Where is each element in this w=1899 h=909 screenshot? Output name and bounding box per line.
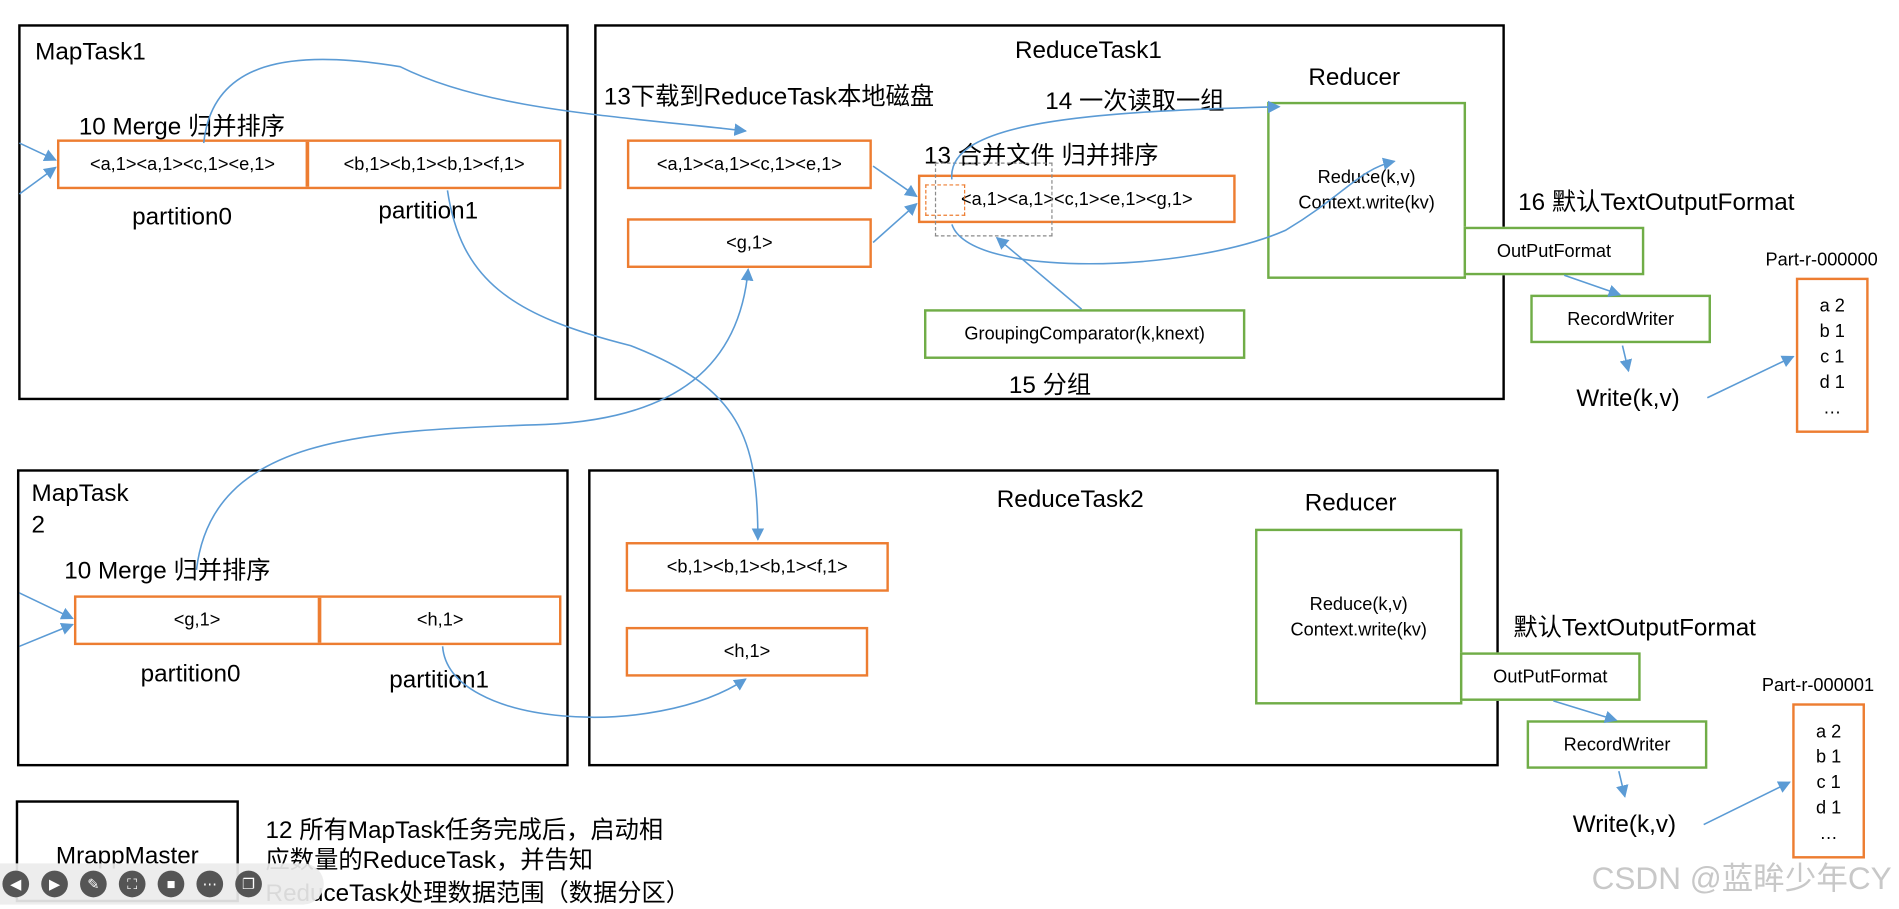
maptask1-partition0-label: partition0 [132,203,232,231]
reducetask1-merged-file: <a,1><a,1><c,1><e,1><g,1> [917,174,1236,224]
screenshot-icon[interactable]: ⛶ [118,870,146,898]
maptask1-merge-label: 10 Merge 归并排序 [78,113,286,141]
maptask2-box [16,469,569,767]
maptask2-merge-label: 10 Merge 归并排序 [64,557,271,585]
output-format2-box: OutPutFormat [1459,652,1641,701]
copy-partition0-task1-arrow [202,58,748,144]
write1-label: Write(k,v) [1576,385,1680,413]
maptask2-buffer: <g,1> <h,1> [73,595,562,646]
reducetask2-title: ReduceTask2 [996,486,1144,513]
maptask2-title-line2: 2 [31,511,46,539]
write1-arrow [1707,355,1795,399]
maptask1-partition1-cell: <b,1><b,1><b,1><f,1> [343,154,525,175]
maptask2-partition0-label: partition0 [140,660,241,688]
reducetask1-title: ReduceTask1 [1014,37,1162,65]
maptask2-title-line1: MapTask [31,480,129,507]
file-line: b 1 [1815,746,1842,768]
record-writer1-box: RecordWriter [1530,294,1711,344]
file-line: b 1 [1819,321,1845,342]
reduce-loop-arrow [951,157,1396,265]
copy-icon[interactable]: ❐ [235,870,262,898]
part-file2-box: a 2 b 1 c 1 d 1 … [1792,703,1865,859]
read-group-arrow [951,100,1281,180]
partition-divider [305,141,309,187]
file-line: … [1819,823,1838,844]
maptask1-box [18,24,569,401]
reducer2-reduce-line: Reduce(k,v) [1309,593,1408,615]
maptask1-title: MapTask1 [35,38,146,66]
reducetask2-output-format-label: 默认TextOutputFormat [1513,614,1756,642]
grouping-arrow [995,236,1083,310]
file-line: d 1 [1815,797,1842,819]
reducetask2-file1: <b,1><b,1><b,1><f,1> [625,542,889,592]
reducetask1-output-format-label: 16 默认TextOutputFormat [1518,189,1795,216]
file1-name: Part-r-000000 [1765,249,1878,271]
reducetask2-box [588,469,1499,767]
recordwriter2-arrow [1616,771,1629,798]
spill-input-arrow [19,142,57,161]
reducetask1-read-label: 14 一次读取一组 [1045,88,1225,116]
reducetask1-group-label: 15 分组 [1008,372,1092,399]
more-icon[interactable]: ⋯ [196,870,224,898]
merge-in-arrow [872,202,918,244]
screenshot-toolbar: ◀ ▶ ✎ ⛶ ■ ⋯ ❐ [0,863,324,905]
master-note-line1: 12 所有MapTask任务完成后，启动相 [265,817,664,844]
reducetask1-file1: <a,1><a,1><c,1><e,1> [626,139,872,190]
reducetask1-file2: <g,1> [626,218,872,268]
file-line: a 2 [1815,721,1842,743]
output2-arrow [1553,700,1618,723]
record-writer2-box: RecordWriter [1526,720,1708,769]
recordwriter1-arrow [1619,345,1633,373]
reducetask1-merge-label: 13 合并文件 归并排序 [924,143,1159,170]
part-file1-box: a 2 b 1 c 1 d 1 … [1795,277,1869,433]
file2-name: Part-r-000001 [1761,675,1875,697]
reducer2-write-line: Context.write(kv) [1290,619,1427,640]
pen-icon[interactable]: ✎ [80,870,107,898]
reducer2-code: Reduce(k,v) Context.write(kv) [1290,591,1426,642]
reducer1-title: Reducer [1308,64,1401,91]
master-note-line2: 应数量的ReduceTask，并告知 [265,847,594,875]
copy-partition1-task2-arrow [441,646,747,718]
copy-partition0-task2-arrow [195,267,754,571]
maptask2-partition0-cell: <g,1> [173,609,221,631]
reducetask2-file2: <h,1> [625,626,869,677]
play-icon[interactable]: ▶ [41,870,68,898]
merge-in-arrow [872,165,918,198]
master-note-line3: ReduceTask处理数据范围（数据分区） [265,880,691,908]
reducer2-box: Reduce(k,v) Context.write(kv) [1255,528,1463,705]
file-line: … [1823,397,1842,419]
write2-label: Write(k,v) [1572,811,1677,838]
group-highlight-outer [934,162,1053,237]
reducer1-reduce-line: Reduce(k,v) [1317,167,1416,188]
grouping-comparator-box: GroupingComparator(k,knext) [924,309,1246,359]
file-line: c 1 [1816,772,1841,794]
file-line: d 1 [1819,372,1845,393]
camera-icon[interactable]: ■ [157,870,185,898]
maptask1-buffer: <a,1><a,1><c,1><e,1> <b,1><b,1><b,1><f,1… [56,139,562,190]
maptask1-partition0-cell: <a,1><a,1><c,1><e,1> [89,154,276,175]
group-highlight-inner [925,184,966,216]
spill-input-arrow [19,622,74,648]
file-line: a 2 [1819,295,1845,317]
partition-divider [317,597,321,643]
reducetask1-box [594,24,1505,401]
reducer2-title: Reducer [1304,489,1397,517]
left-arrow-icon[interactable]: ◀ [2,870,30,898]
copy-partition1-task1-arrow [446,190,765,541]
output1-arrow [1563,274,1622,297]
output-format1-box: OutPutFormat [1463,226,1645,276]
watermark: CSDN @蓝眸少年CY [1591,859,1892,897]
maptask1-partition1-label: partition1 [378,197,479,225]
spill-input-arrow [19,592,74,620]
file-line: c 1 [1820,346,1845,368]
reducer1-box: Reduce(k,v) Context.write(kv) [1267,101,1467,279]
reducetask1-download-label: 13下载到ReduceTask本地磁盘 [603,83,935,111]
maptask2-partition1-cell: <h,1> [416,609,464,631]
write2-arrow [1703,781,1791,826]
spill-input-arrow [18,166,57,195]
